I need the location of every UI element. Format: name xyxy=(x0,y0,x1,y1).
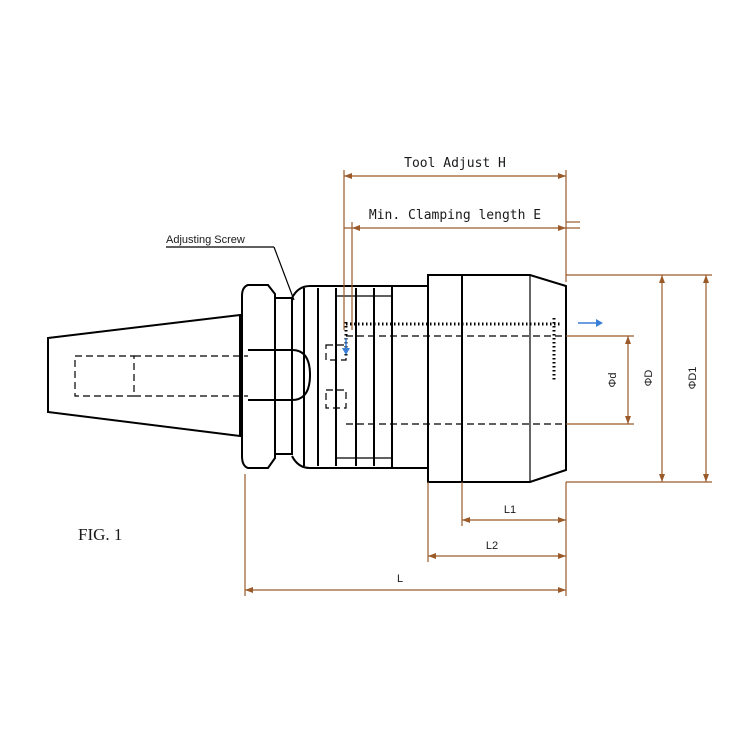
arrow-down-icon xyxy=(342,338,350,355)
phi-D1-label: ΦD1 xyxy=(687,367,699,390)
adjusting-screw-label: Adjusting Screw xyxy=(166,234,245,246)
flange xyxy=(241,284,312,469)
arrow-right-icon xyxy=(578,319,603,327)
L-label: L xyxy=(397,573,403,585)
intermediate-body xyxy=(392,285,429,469)
phi-d-label: Φd xyxy=(607,373,619,388)
min-clamping-label: Min. Clamping length E xyxy=(369,208,541,223)
phi-D-label: ΦD xyxy=(643,370,655,387)
collet-nut xyxy=(427,274,567,483)
dimension-L1 xyxy=(461,482,567,596)
figure-caption: FIG. 1 xyxy=(78,525,122,544)
ribbed-collar xyxy=(291,285,393,469)
dimension-phi-d xyxy=(566,335,634,425)
tool-adjust-label: Tool Adjust H xyxy=(404,156,506,171)
taper-shank xyxy=(47,313,248,438)
dimension-L2 xyxy=(427,482,566,562)
dimension-tool-adjust-h xyxy=(343,170,567,330)
dimension-phi-D xyxy=(566,274,712,483)
L1-label: L1 xyxy=(504,504,516,516)
adjusting-screw-leader xyxy=(166,246,295,301)
dimension-L xyxy=(244,474,566,596)
dimension-phi-D1 xyxy=(670,274,712,482)
hidden-lines xyxy=(344,318,566,425)
dimension-min-clamping-e xyxy=(344,221,580,330)
L2-label: L2 xyxy=(486,540,498,552)
